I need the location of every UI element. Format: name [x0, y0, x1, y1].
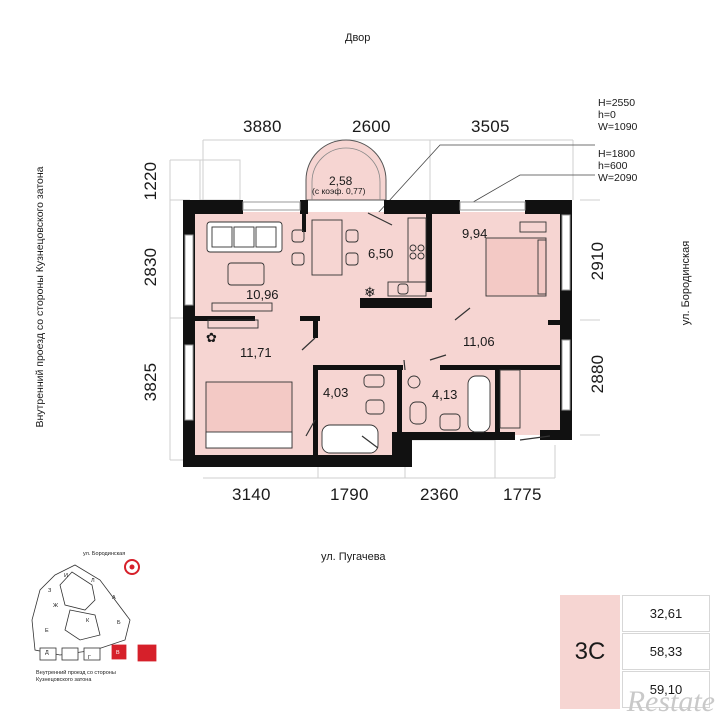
plant-icon: ✿ [206, 330, 217, 345]
room-area-bath-2: 4,13 [432, 387, 458, 402]
doors [301, 212, 551, 449]
minimap-block-b: Б [117, 620, 121, 626]
balcony [305, 139, 387, 201]
minimap-block-k: К [86, 618, 90, 624]
window-note-top: H=2550 h=0 W=1090 [598, 97, 638, 133]
room-area-bedroom-w: 11,71 [240, 345, 272, 360]
site-minimap [31, 559, 157, 662]
minimap-street-bottom: Внутренний проезд со стороны Кузнецовско… [36, 670, 116, 683]
apartment-info-box: 3С 32,61 58,33 59,10 [560, 595, 710, 709]
dim-right-2: 2880 [588, 354, 607, 394]
dim-bottom-4: 1775 [503, 485, 542, 504]
fridge-snowflake-icon: ❄ [364, 284, 376, 300]
note-leaders [377, 144, 595, 214]
room-area-living: 10,96 [246, 287, 279, 302]
street-label-bottom: ул. Пугачева [321, 551, 386, 563]
area-living: 32,61 [622, 595, 710, 632]
area-total-with-balcony: 59,10 [622, 671, 710, 708]
room-area-kitchen: 6,50 [368, 246, 394, 261]
dim-left-1: 1220 [141, 161, 160, 201]
dim-top-3: 3505 [471, 117, 510, 136]
minimap-street-top: ул. Бородинская [83, 551, 126, 557]
apartment-code: 3С [560, 595, 620, 709]
minimap-block-d: Д [45, 650, 49, 656]
minimap-block-a: А [112, 595, 116, 601]
dim-top-1: 3880 [243, 117, 282, 136]
minimap-block-l: Л [91, 578, 95, 584]
dim-bottom-3: 2360 [420, 485, 459, 504]
dim-bottom-2: 1790 [330, 485, 369, 504]
room-note-balcony: (с коэф. 0,77) [312, 186, 366, 196]
minimap-block-i: И [64, 573, 68, 579]
room-area-bath-1: 4,03 [323, 385, 349, 400]
furniture [205, 217, 547, 454]
dim-right-1: 2910 [588, 241, 607, 281]
minimap-block-zh: Ж [53, 603, 59, 609]
street-label-top: Двор [345, 32, 371, 44]
street-label-left: Внутренний проезд со стороны Кузнецовско… [34, 166, 46, 428]
dim-bottom-1: 3140 [232, 485, 271, 504]
window-note-bottom: H=1800 h=600 W=2090 [598, 148, 638, 184]
dim-top-2: 2600 [352, 117, 391, 136]
minimap-block-z: З [48, 588, 52, 594]
minimap-block-e: Е [45, 628, 49, 634]
windows [184, 201, 571, 421]
minimap-block-v: В [116, 650, 120, 656]
dimension-guides [169, 139, 600, 479]
minimap-block-g: Г [88, 655, 91, 661]
room-area-hall: 11,06 [463, 334, 495, 349]
room-area-bedroom-ne: 9,94 [462, 226, 488, 241]
brand-watermark: Restate [626, 685, 715, 718]
dim-left-3: 3825 [141, 362, 160, 402]
area-total: 58,33 [622, 633, 710, 670]
room-area-balcony: 2,58 [329, 174, 353, 188]
dim-left-2: 2830 [141, 247, 160, 287]
street-label-right: ул. Бородинская [680, 240, 692, 326]
